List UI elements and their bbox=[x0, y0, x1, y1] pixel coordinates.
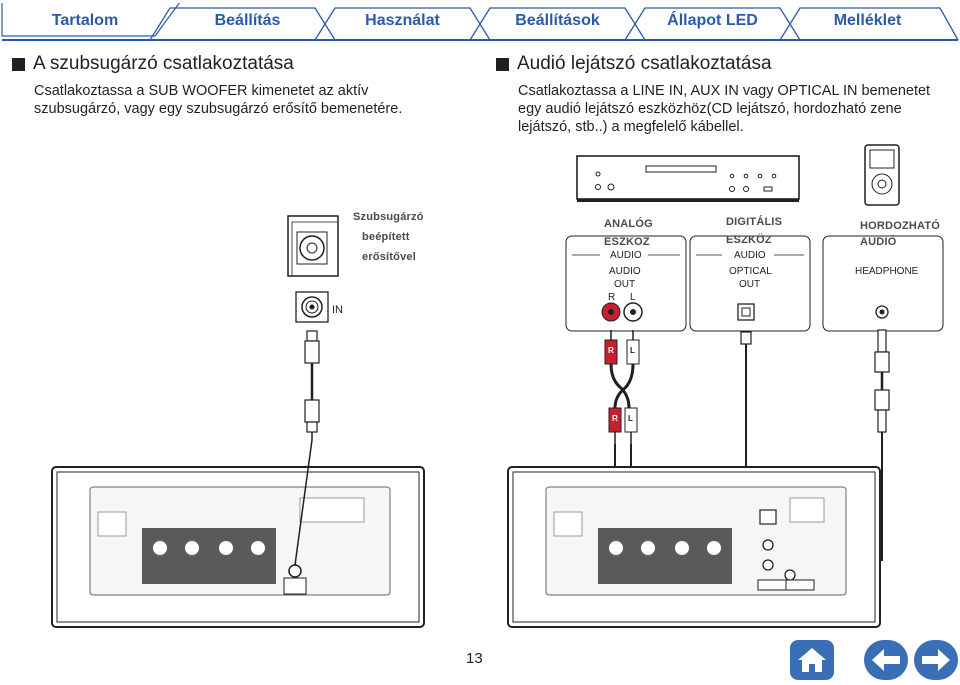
analog-audio-out-line1: AUDIO bbox=[609, 266, 641, 277]
portable-player-illustration bbox=[864, 144, 900, 206]
portable-device-label-line1: HORDOZHATÓ bbox=[860, 220, 941, 232]
analog-device-box bbox=[565, 235, 687, 332]
analog-audio-group-label: AUDIO bbox=[610, 250, 642, 261]
tab-bar-outline bbox=[0, 0, 960, 41]
digital-audio-group-label: AUDIO bbox=[734, 250, 766, 261]
bullet-square-icon bbox=[496, 57, 509, 71]
subwoofer-label-line3: erősítővel bbox=[362, 251, 416, 263]
receiver-left-rear-panel bbox=[51, 439, 425, 628]
analog-l-label: L bbox=[630, 292, 636, 303]
forward-button[interactable] bbox=[914, 640, 958, 680]
audio-player-description: Csatlakoztassa a LINE IN, AUX IN vagy OP… bbox=[518, 82, 930, 136]
page-number: 13 bbox=[466, 650, 483, 667]
arrow-left-icon bbox=[872, 649, 900, 671]
plug-r-label-top: R bbox=[608, 346, 614, 355]
tab-tartalom[interactable]: Tartalom bbox=[51, 12, 119, 29]
description-line: egy audió lejátszó eszközhöz(CD lejátszó… bbox=[518, 101, 902, 117]
digital-device-box bbox=[689, 235, 811, 332]
bullet-square-icon bbox=[12, 57, 25, 71]
optical-out-line2: OUT bbox=[739, 279, 761, 290]
subwoofer-label-line2: beépített bbox=[362, 231, 410, 243]
digital-device-label-line1: DIGITÁLIS bbox=[726, 216, 783, 228]
analog-r-label: R bbox=[608, 292, 616, 303]
description-line: Csatlakoztassa a LINE IN, AUX IN vagy OP… bbox=[518, 83, 931, 99]
tab-allapot-led[interactable]: Állapot LED bbox=[667, 12, 758, 29]
plug-l-label-top: L bbox=[630, 346, 635, 355]
analog-device-label-line1: ANALÓG bbox=[604, 218, 653, 230]
home-icon bbox=[798, 648, 826, 672]
analog-audio-out-line2: OUT bbox=[614, 279, 636, 290]
portable-device-label-line2: AUDIÓ bbox=[860, 236, 897, 248]
arrow-right-icon bbox=[922, 649, 950, 671]
audio-player-section-title: Audió lejátszó csatlakoztatása bbox=[496, 53, 772, 75]
optical-out-line1: OPTICAL bbox=[729, 266, 772, 277]
subwoofer-label-line1: Szubsugárzó bbox=[353, 211, 424, 223]
subwoofer-in-label: IN bbox=[332, 304, 343, 316]
optical-out-jack-icon bbox=[737, 303, 755, 321]
tab-beallitasok[interactable]: Beállítások bbox=[515, 12, 600, 29]
home-button[interactable] bbox=[790, 640, 834, 680]
tab-bar: Tartalom Beállítás Használat Beállítások… bbox=[0, 0, 960, 42]
tab-beallitas[interactable]: Beállítás bbox=[214, 12, 281, 29]
subwoofer-section-title-text: A szubsugárzó csatlakoztatása bbox=[33, 53, 294, 74]
plug-l-label-bottom: L bbox=[628, 414, 633, 423]
tab-melleklet[interactable]: Melléklet bbox=[833, 12, 902, 29]
receiver-right-rear-panel bbox=[507, 466, 881, 628]
audio-player-section-title-text: Audió lejátszó csatlakoztatása bbox=[517, 53, 772, 74]
cd-player-illustration bbox=[576, 155, 800, 202]
analog-device-label-line2: ESZKÖZ bbox=[604, 236, 650, 248]
subwoofer-illustration bbox=[287, 215, 339, 323]
description-line: szubsugárzó, vagy egy szubsugárzó erősít… bbox=[34, 101, 403, 117]
description-line: lejátszó, stb..) a megfelelő kábellel. bbox=[518, 119, 744, 135]
tab-hasznalat[interactable]: Használat bbox=[365, 12, 440, 29]
subwoofer-section-title: A szubsugárzó csatlakoztatása bbox=[12, 53, 294, 75]
subwoofer-cable bbox=[304, 330, 320, 440]
digital-device-label-line2: ESZKÖZ bbox=[726, 234, 772, 246]
description-line: Csatlakoztassa a SUB WOOFER kimenetet az… bbox=[34, 83, 369, 99]
plug-r-label-bottom: R bbox=[612, 414, 618, 423]
headphone-out-label: HEADPHONE bbox=[855, 266, 919, 277]
subwoofer-description: Csatlakoztassa a SUB WOOFER kimenetet az… bbox=[34, 82, 402, 118]
back-button[interactable] bbox=[864, 640, 908, 680]
